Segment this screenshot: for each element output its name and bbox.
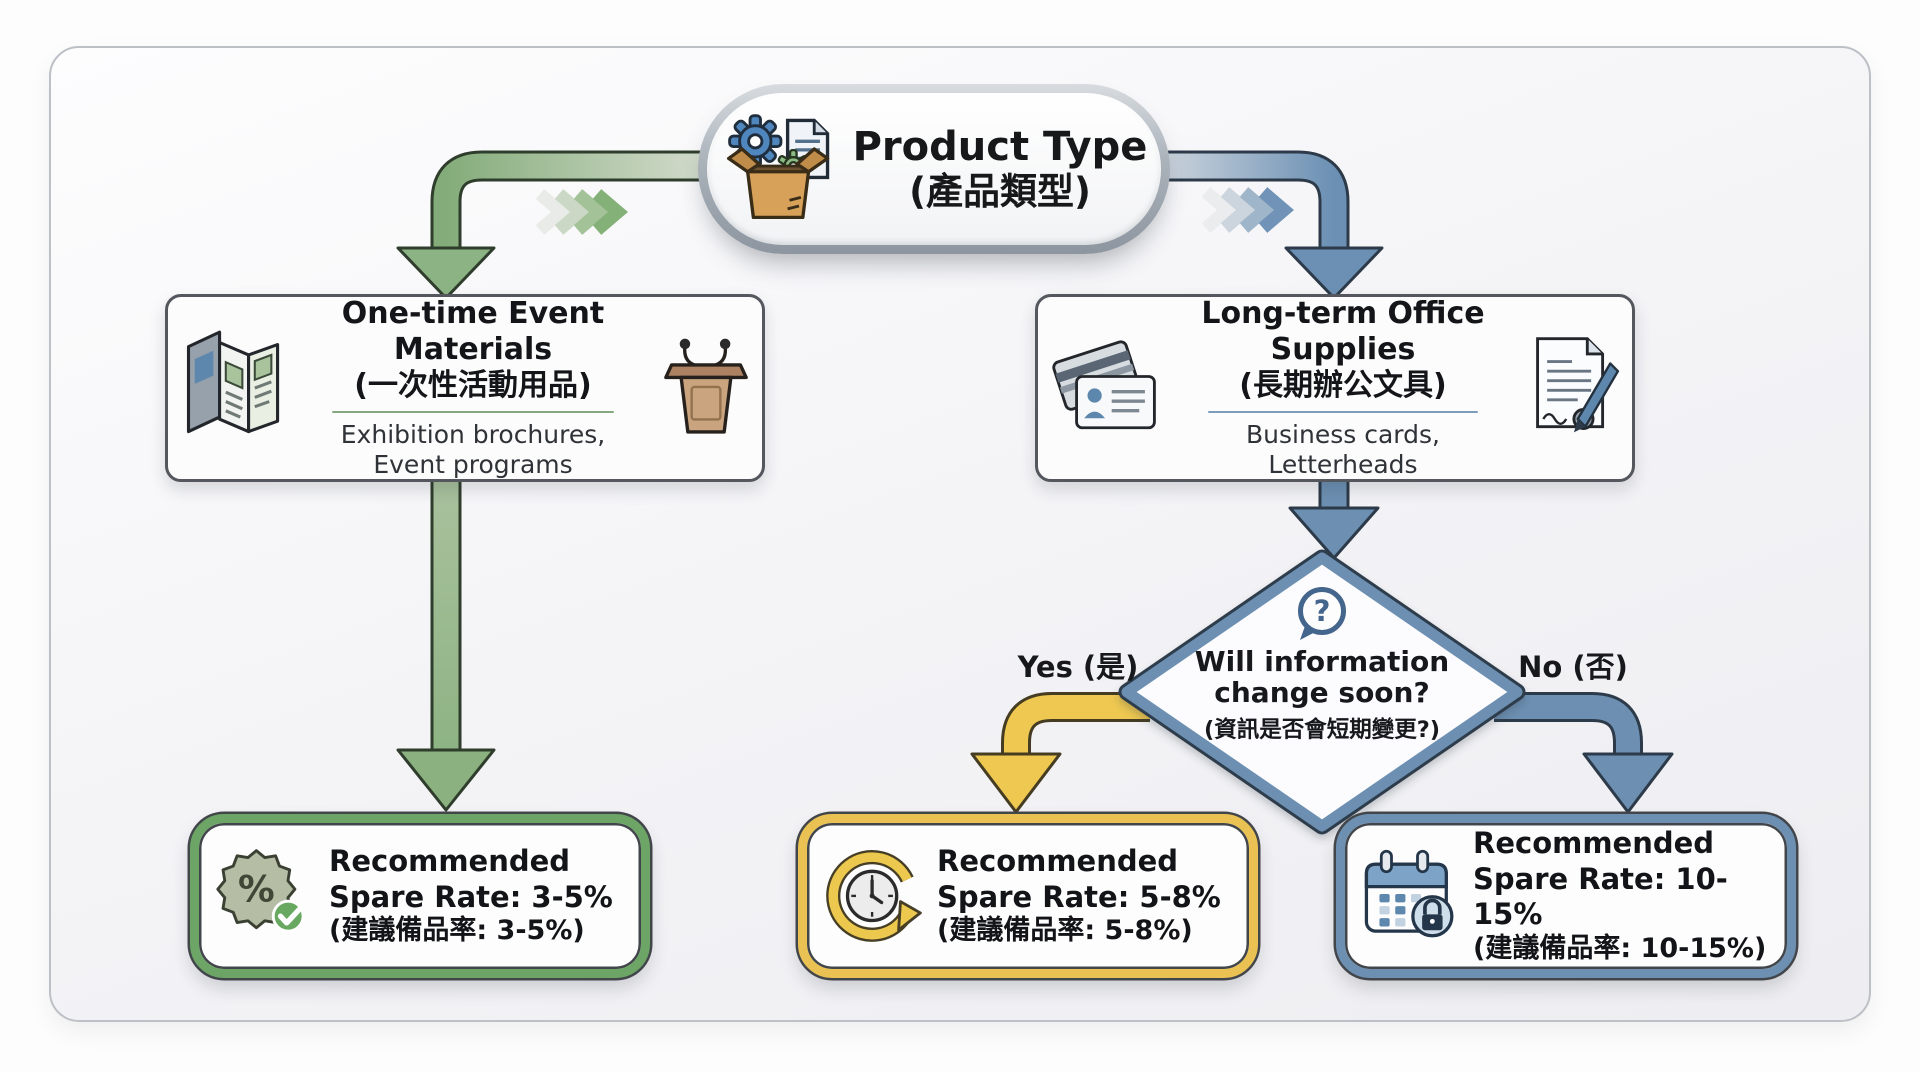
result-high-line-1: Recommended bbox=[1473, 826, 1715, 861]
left-branch-desc-1: Exhibition brochures, bbox=[340, 419, 606, 449]
right-branch-title: Long-term Office Supplies bbox=[1201, 295, 1485, 367]
result-high-line-zh: (建議備品率: 10-15%) bbox=[1473, 932, 1767, 964]
right-branch-divider bbox=[1208, 410, 1478, 413]
percent-badge-check-icon: % bbox=[213, 845, 319, 947]
right-branch-desc-2: Letterheads bbox=[1268, 450, 1418, 479]
right-branch-desc-1: Business cards, bbox=[1246, 419, 1440, 449]
clock-refresh-icon bbox=[821, 841, 927, 951]
trifold-brochure-icon bbox=[180, 328, 284, 448]
business-cards-icon bbox=[1050, 337, 1162, 439]
result-mid-line-zh: (建議備品率: 5-8%) bbox=[937, 914, 1193, 946]
left-branch-divider bbox=[332, 410, 614, 413]
letterhead-pen-seal-icon bbox=[1524, 331, 1620, 445]
left-branch-title-zh: (一次性活動用品) bbox=[354, 367, 592, 403]
left-branch-node: One-time Event Materials (一次性活動用品) Exhib… bbox=[165, 294, 765, 482]
podium-microphones-icon bbox=[662, 332, 750, 444]
root-title-en: Product Type bbox=[852, 124, 1148, 171]
root-title: Product Type (產品類型) bbox=[853, 125, 1148, 213]
decision-line-2: change soon? bbox=[1214, 676, 1430, 710]
right-branch-node: Long-term Office Supplies (長期辦公文具) Busin… bbox=[1035, 294, 1635, 482]
decision-node-text: Will information change soon? (資訊是否會短期變更… bbox=[1152, 646, 1492, 744]
question-glyph: ? bbox=[1314, 594, 1331, 628]
gears-document-box-icon bbox=[721, 109, 839, 229]
root-node-product-type: Product Type (產品類型) bbox=[698, 84, 1170, 254]
decision-line-1: Will information bbox=[1194, 645, 1450, 678]
decision-line-zh: (資訊是否會短期變更?) bbox=[1203, 716, 1441, 743]
left-branch-title: One-time Event Materials bbox=[341, 295, 605, 367]
right-branch-title-zh: (長期辦公文具) bbox=[1239, 367, 1447, 403]
percent-glyph: % bbox=[238, 868, 275, 911]
yes-edge-label: Yes (是) bbox=[1017, 650, 1139, 684]
question-speech-bubble-icon: ? bbox=[1290, 584, 1354, 648]
result-node-changing-info: Recommended Spare Rate: 5-8% (建議備品率: 5-8… bbox=[798, 814, 1258, 978]
result-mid-line-2: Spare Rate: 5-8% bbox=[937, 879, 1221, 914]
result-node-stable-info: Recommended Spare Rate: 10-15% (建議備品率: 1… bbox=[1336, 814, 1796, 978]
no-edge-label: No (否) bbox=[1518, 650, 1628, 684]
result-low-line-1: Recommended bbox=[329, 844, 571, 879]
result-low-line-zh: (建議備品率: 3-5%) bbox=[329, 914, 585, 946]
root-title-zh: (產品類型) bbox=[909, 169, 1091, 213]
result-mid-line-1: Recommended bbox=[937, 844, 1179, 879]
result-low-line-2: Spare Rate: 3-5% bbox=[329, 879, 613, 914]
result-node-event-materials: % Recommended Spare Rate: 3-5% (建議備品率: 3… bbox=[190, 814, 650, 978]
calendar-lock-icon bbox=[1359, 845, 1463, 947]
left-branch-desc-2: Event programs bbox=[373, 450, 573, 479]
result-high-line-2: Spare Rate: 10-15% bbox=[1473, 861, 1728, 932]
